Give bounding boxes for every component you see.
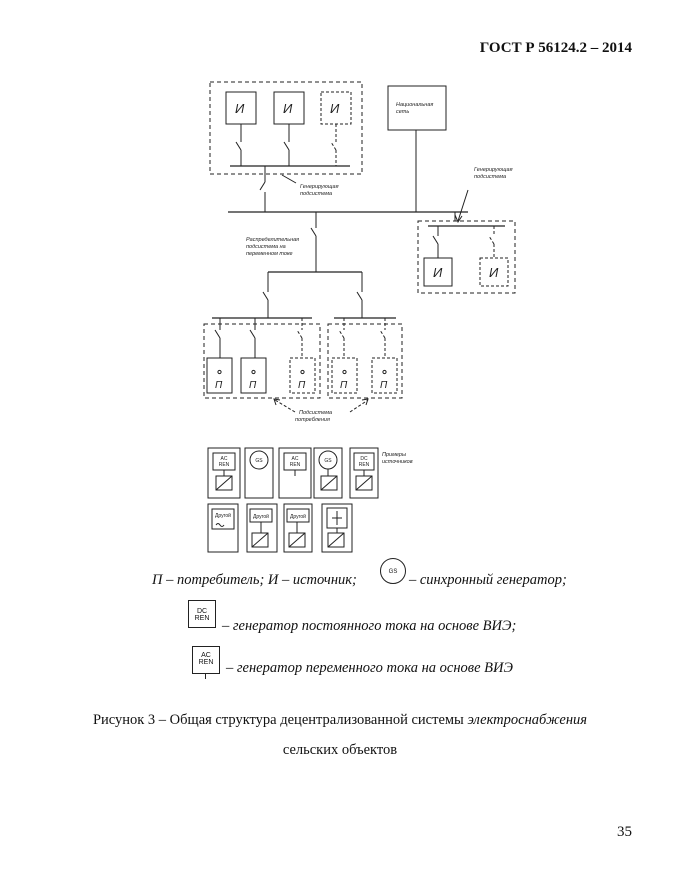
dc-legend-label-2: REN [194, 615, 210, 622]
gs-legend-symbol: GS [380, 558, 406, 584]
other-label: Другой [290, 513, 306, 520]
ac-legend-label-2: REN [198, 659, 214, 666]
page-number: 35 [617, 824, 632, 840]
consumer-box [206, 357, 233, 394]
caption-italic-text: электроснабжения [467, 712, 588, 728]
consumer-label: П [249, 380, 257, 391]
standard-code: ГОСТ Р 56124.2 – 2014 [479, 40, 632, 56]
source-examples-bottom [207, 503, 353, 553]
consumer-box-optional [331, 357, 358, 394]
dc-ren-label: DC [360, 456, 368, 462]
source-label: И [489, 265, 499, 280]
consumption-label-2: потребления [295, 417, 330, 423]
consumer-box-optional [289, 357, 316, 394]
ac-legend-stem [205, 674, 206, 679]
consumption-label-1: Подсистема [299, 410, 332, 416]
consumption-subsystem-right-box [327, 323, 403, 399]
legend-line-3: – генератор переменного тока на основе В… [226, 660, 513, 676]
gs-label: GS [324, 458, 332, 464]
dc-legend-label-1: DC [196, 608, 208, 615]
legend-line-1a: П – потребитель; И – источник; [152, 572, 357, 588]
generating-subsystem-top-box [209, 81, 363, 175]
distribution-label-1: Распределительная [246, 237, 299, 243]
legend-line-2: – генератор постоянного тока на основе В… [222, 618, 517, 634]
ac-ren-label: AC [292, 456, 299, 462]
source-examples-label-1: Примеры [382, 452, 406, 458]
source-box-optional [479, 257, 509, 287]
distribution-label-2: подсистема на [246, 244, 286, 250]
generating-subsystem-right-label-1: Генерирующая [474, 167, 513, 173]
consumer-box [240, 357, 267, 394]
ac-ren-legend-symbol: AC REN [192, 646, 220, 674]
source-box [273, 91, 305, 125]
dc-ren-legend-symbol: DC REN [188, 600, 216, 628]
source-label: И [283, 101, 293, 116]
generating-subsystem-right-box [417, 220, 516, 294]
caption-text: Рисунок 3 – Общая структура децентрализо… [92, 712, 468, 728]
national-grid-label-1: Национальная [396, 102, 433, 108]
source-box [225, 91, 257, 125]
gs-label: GS [255, 458, 263, 464]
ac-ren-label: AC [221, 456, 228, 462]
other-label: Другой [253, 513, 269, 520]
consumer-label: П [298, 380, 306, 391]
dc-ren-label: REN [359, 462, 370, 468]
consumer-label: П [340, 380, 348, 391]
distribution-label-3: переменном токе [246, 251, 293, 257]
power-system-diagram: И И И И И П П П П П Национальная сеть Ге… [203, 81, 516, 553]
consumption-subsystem-left-box [203, 323, 321, 399]
source-box [423, 257, 453, 287]
ac-ren-label: REN [290, 462, 301, 468]
generating-subsystem-right-label-2: подсистема [474, 174, 506, 180]
generating-subsystem-label-2: подсистема [300, 191, 332, 197]
source-label: И [433, 265, 443, 280]
source-examples-label-2: источников [382, 459, 413, 465]
consumer-label: П [215, 380, 223, 391]
figure-caption-line-2: сельских объектов [282, 742, 398, 758]
ac-ren-label: REN [219, 462, 230, 468]
consumer-label: П [380, 380, 388, 391]
figure-caption-line-1: Рисунок 3 – Общая структура децентрализо… [0, 712, 680, 729]
gs-legend-label: GS [388, 569, 398, 575]
national-grid-label-2: сеть [396, 109, 409, 115]
source-box-optional [320, 91, 352, 125]
generating-subsystem-label-1: Генерирующая [300, 184, 339, 190]
source-label: И [235, 101, 245, 116]
consumer-box-optional [371, 357, 398, 394]
ac-legend-label-1: AC [201, 652, 211, 659]
source-examples-top [207, 447, 379, 499]
other-label: Другой [215, 512, 231, 519]
legend-line-1b: – синхронный генератор; [409, 572, 567, 588]
national-grid-box [387, 85, 447, 131]
source-label: И [330, 101, 340, 116]
